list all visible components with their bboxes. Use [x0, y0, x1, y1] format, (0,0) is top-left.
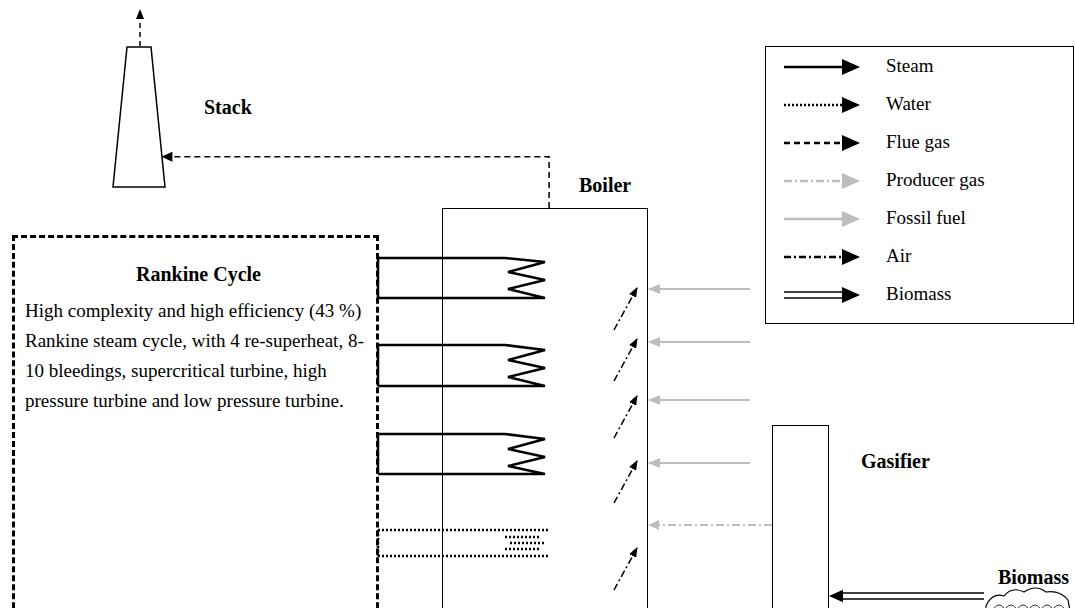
legend-sample — [782, 93, 862, 117]
node-heading: Boiler — [579, 174, 631, 197]
legend-sample — [782, 283, 862, 307]
legend-label: Producer gas — [886, 169, 985, 191]
node-heading: Stack — [204, 96, 252, 119]
legend-label: Fossil fuel — [886, 207, 966, 229]
rankine-cycle-box: Rankine CycleHigh complexity and high ef… — [12, 235, 379, 608]
legend-label: Biomass — [886, 283, 951, 305]
flow-connector — [648, 520, 772, 530]
legend-box: SteamWaterFlue gasProducer gasFossil fue… — [765, 46, 1074, 324]
node-description: High complexity and high efficiency (43 … — [25, 296, 367, 416]
biomass-pile: Biomass — [978, 562, 1073, 608]
flow-connector — [829, 590, 984, 603]
stack-outline — [112, 46, 166, 188]
legend-sample — [782, 245, 862, 269]
stack-chimney: Stack — [112, 46, 166, 188]
node-heading: Biomass — [998, 566, 1069, 589]
legend-sample — [782, 131, 862, 155]
legend-label: Air — [886, 245, 911, 267]
node-heading: Rankine Cycle — [136, 263, 261, 286]
flow-connector — [161, 152, 549, 208]
boiler-box: Boiler — [442, 208, 648, 608]
gasifier-box: Gasifier — [772, 425, 829, 608]
legend-label: Steam — [886, 55, 934, 77]
legend-sample — [782, 55, 862, 79]
node-heading: Gasifier — [861, 450, 930, 473]
legend-label: Water — [886, 93, 931, 115]
legend-sample — [782, 169, 862, 193]
legend-sample — [782, 207, 862, 231]
legend-label: Flue gas — [886, 131, 950, 153]
